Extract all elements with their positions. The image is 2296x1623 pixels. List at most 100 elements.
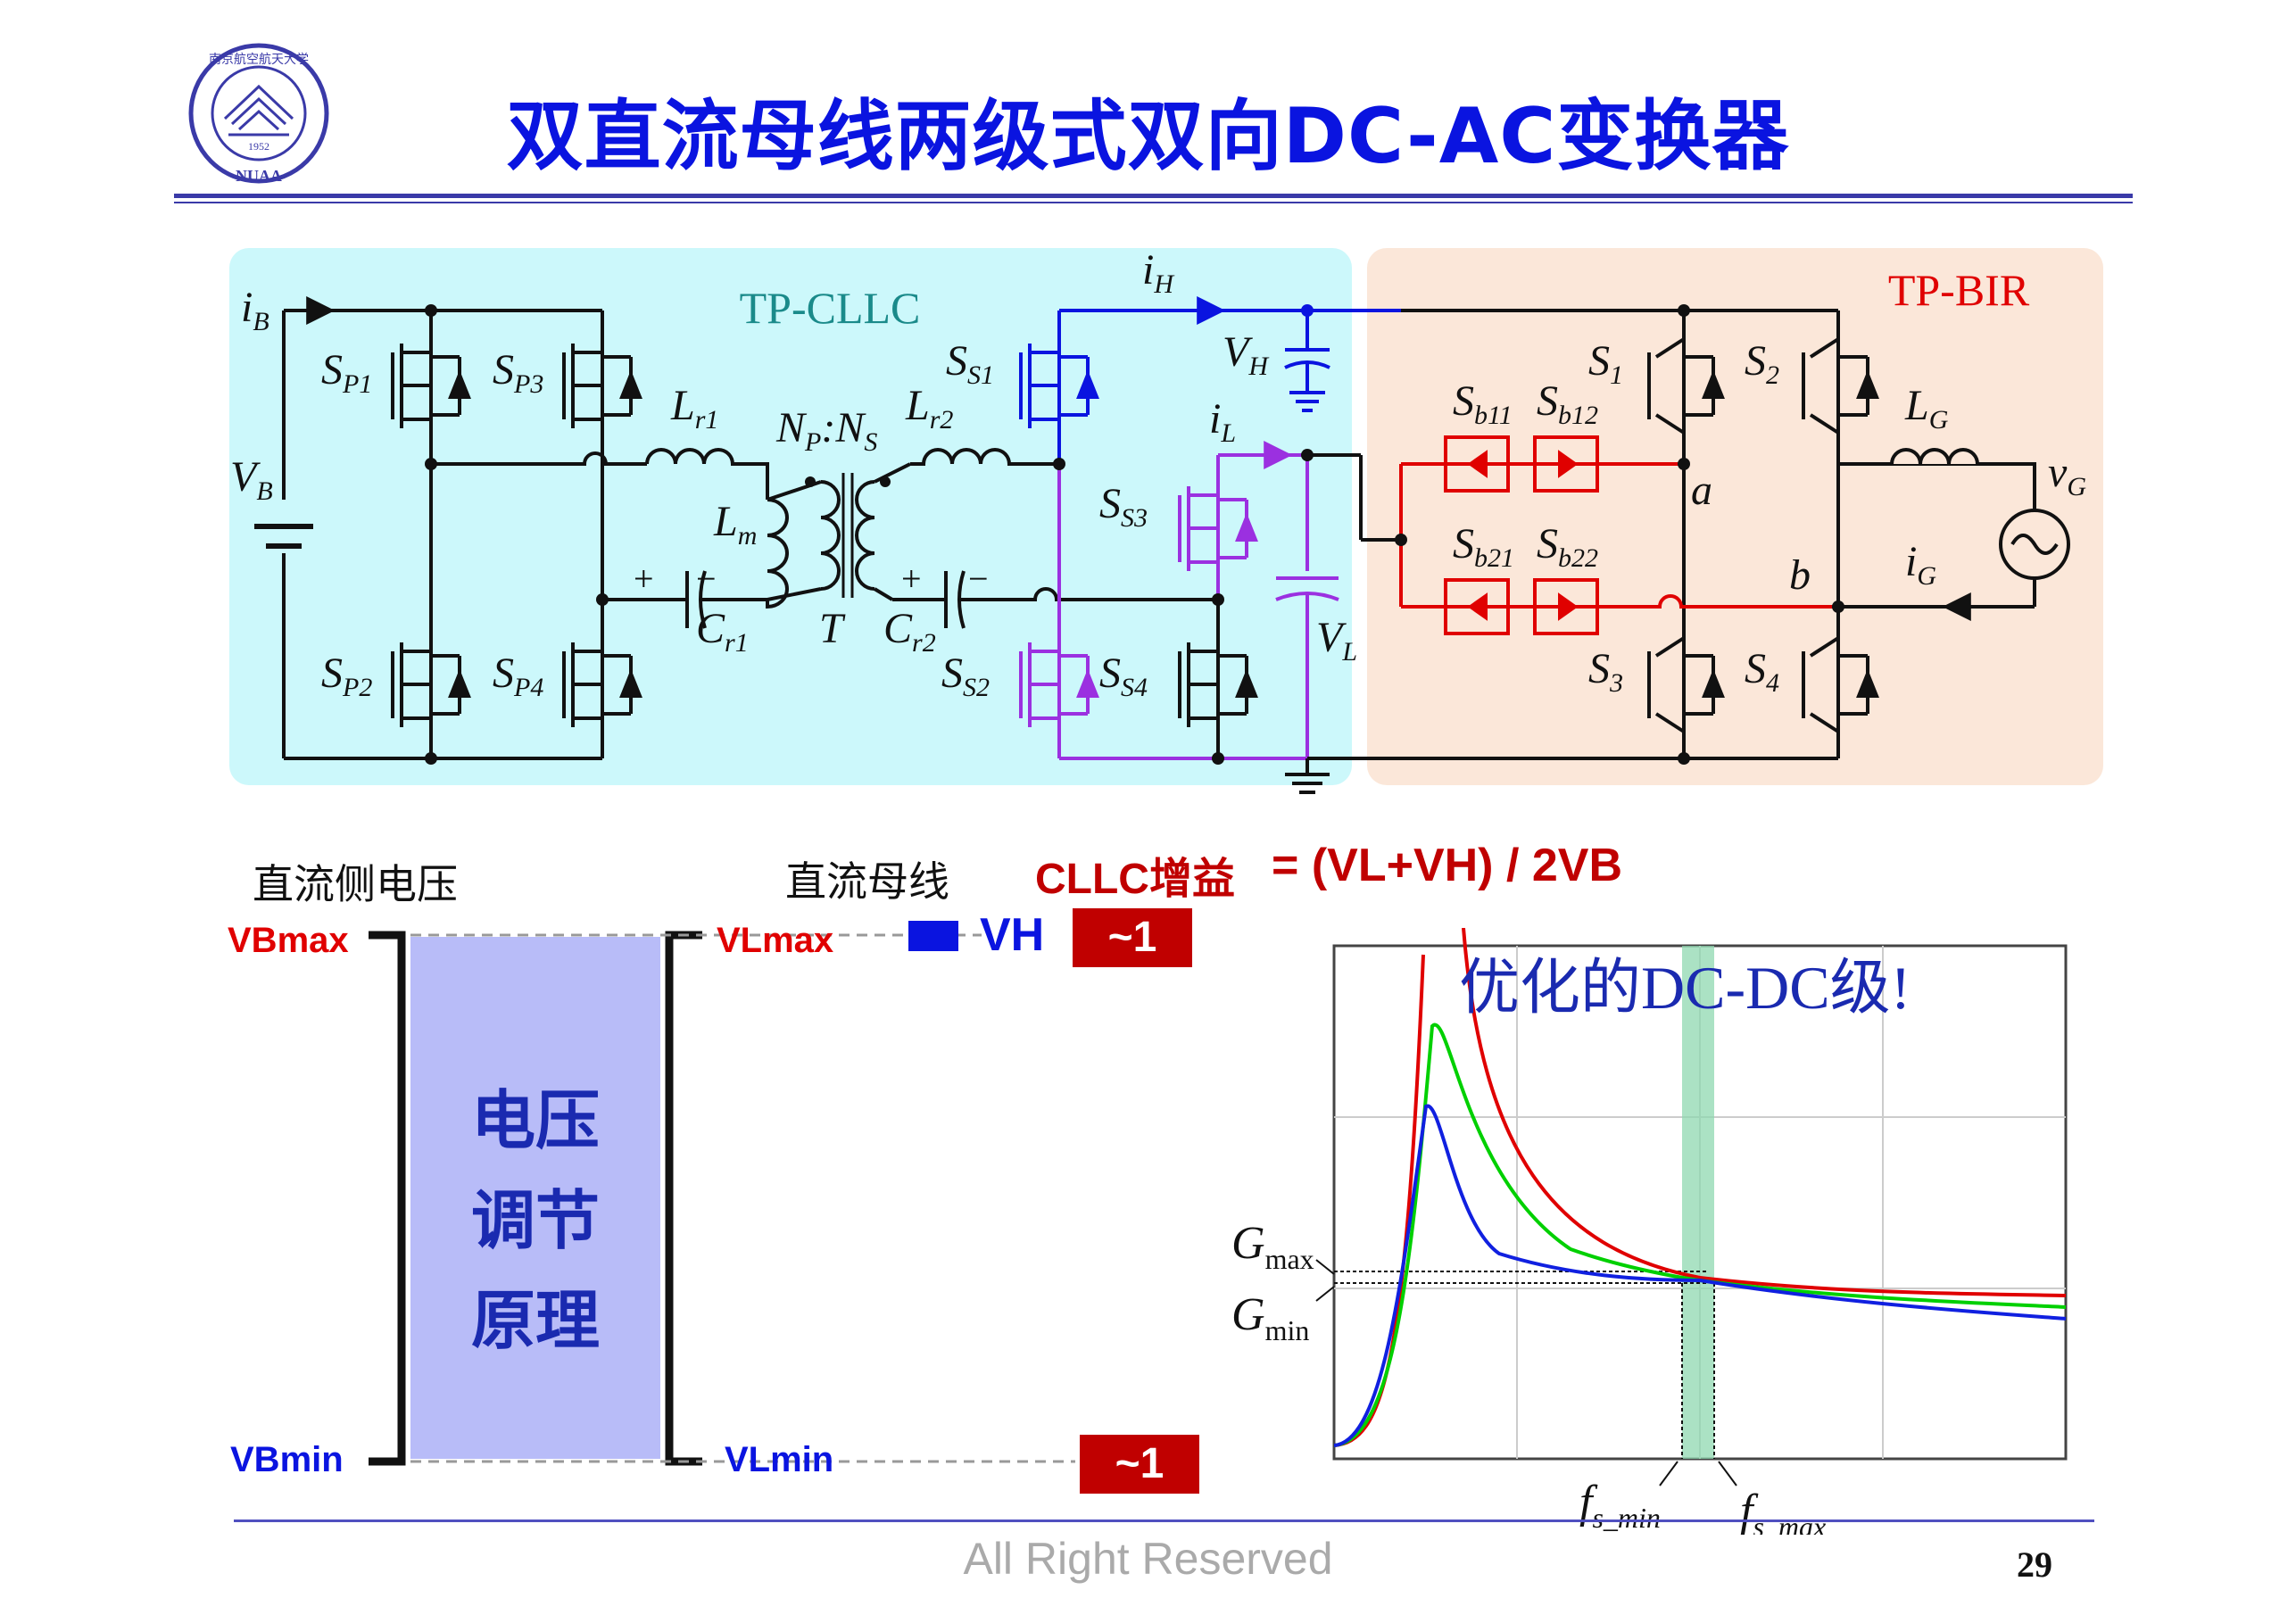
label-vb: VB [230, 453, 273, 506]
label-sb22: Sb22 [1537, 520, 1598, 573]
label-ih: iH [1142, 246, 1175, 299]
fs-min-label: fs_min [1579, 1477, 1661, 1534]
igbt-s2 [1802, 337, 1879, 435]
title-rule [174, 194, 2133, 198]
circuit-diagram: TP-CLLC TP-BIR [229, 246, 2103, 794]
footer-copyright: All Right Reserved [963, 1534, 1333, 1584]
label-ib: iB [241, 284, 269, 336]
vh-legend-swatch [908, 921, 958, 951]
ac-source-icon [1999, 509, 2070, 580]
label-sp2: SP2 [321, 650, 372, 702]
label-lr2: Lr2 [905, 382, 953, 435]
dc-side-voltage-label: 直流侧电压 [253, 860, 458, 908]
inductor-lr2 [910, 448, 1059, 466]
optimized-annotation: 优化的DC-DC级! [1459, 954, 1911, 1022]
gain-plot: Gmax Gmin fs_min fs_max 优化的DC-DC级! [1231, 928, 2068, 1535]
label-ig: iG [1905, 538, 1936, 591]
mosfet-ss1 [1019, 344, 1099, 428]
label-s1: S1 [1588, 337, 1623, 390]
page-number: 29 [2017, 1544, 2052, 1585]
regulation-region [410, 937, 660, 1459]
igbt-s4 [1802, 636, 1879, 733]
label-cr1: Cr1 [696, 605, 749, 658]
label-lm: Lm [713, 498, 757, 551]
label-sb21: Sb21 [1453, 520, 1514, 573]
label-ss2: SS2 [941, 650, 990, 702]
label-vg: vG [2048, 449, 2086, 501]
gmax-label: Gmax [1231, 1218, 1314, 1275]
logo-seal-text: 南京航空航天大学 [209, 53, 309, 67]
label-cr1-plus: + [634, 559, 654, 599]
label-lr1: Lr1 [670, 382, 718, 435]
label-s2: S2 [1745, 337, 1779, 390]
transformer-t [767, 462, 911, 601]
page-title: 双直流母线两级式双向DC-AC变换器 [506, 92, 1790, 181]
gain-formula: = (VL+VH) / 2VB [1272, 840, 1622, 891]
label-cr2: Cr2 [883, 605, 936, 658]
mosfet-sp4 [562, 642, 642, 727]
label-vh: VH [1223, 328, 1270, 381]
label-node-a: a [1691, 467, 1712, 514]
label-sp1: SP1 [321, 346, 372, 399]
gain-bottom-badge: ~1 [1080, 1435, 1199, 1494]
ground-icon [1285, 758, 1330, 794]
regulation-diagram [369, 921, 1075, 1466]
curve-green [1333, 1023, 2067, 1447]
label-cr1-minus: − [696, 559, 717, 599]
inductor-lg [1838, 448, 2035, 466]
curve-red [1462, 928, 2067, 1297]
regulation-line-1: 电压 [470, 1082, 600, 1158]
label-ss1: SS1 [946, 337, 994, 390]
gain-top-badge: ~1 [1073, 908, 1192, 967]
label-t: T [819, 605, 846, 652]
vbmin-label: VBmin [230, 1440, 344, 1479]
mosfet-sp1 [391, 344, 471, 428]
title-rule-thin [174, 202, 2133, 203]
label-sp3: SP3 [493, 346, 543, 399]
tp-cllc-region [229, 248, 1352, 785]
vlmax-label: VLmax [717, 921, 834, 960]
vbmax-label: VBmax [228, 921, 349, 960]
label-il: iL [1209, 395, 1236, 448]
nuaa-logo: 1952 NUAA 南京航空航天大学 [188, 43, 329, 185]
regulation-line-3: 原理 [470, 1282, 600, 1358]
logo-building-icon [223, 84, 294, 137]
label-ss3: SS3 [1099, 480, 1148, 533]
gmin-label: Gmin [1231, 1289, 1309, 1346]
igbt-s3 [1647, 636, 1725, 733]
vl-bracket [665, 931, 702, 1466]
capacitor-cr2 [892, 570, 1218, 629]
label-cr2-plus: + [901, 559, 922, 599]
curve-blue [1333, 1104, 2067, 1447]
tp-bir-region [1367, 248, 2103, 785]
label-ss4: SS4 [1099, 650, 1148, 702]
bidirectional-switches [1399, 435, 1838, 635]
label-sb11: Sb11 [1453, 377, 1513, 430]
dc-bus-label: 直流母线 [785, 857, 949, 906]
vlmin-label: VLmin [725, 1440, 834, 1479]
logo-text: NUAA [236, 167, 282, 185]
logo-year: 1952 [248, 140, 269, 153]
label-sp4: SP4 [493, 650, 543, 702]
label-vl: VL [1316, 614, 1357, 667]
igbt-s1 [1647, 337, 1725, 435]
mosfet-sp2 [391, 642, 471, 727]
label-lg: LG [1904, 382, 1949, 435]
regulation-text: 电压 调节 原理 [410, 1071, 660, 1370]
label-np-ns: NP:NS [775, 404, 877, 457]
mosfet-ss3 [1178, 486, 1258, 571]
label-sb12: Sb12 [1537, 377, 1598, 430]
frequency-band [1682, 946, 1714, 1459]
label-s4: S4 [1745, 645, 1779, 698]
mosfet-ss2 [1019, 642, 1099, 727]
fs-max-label: fs_max [1740, 1486, 1826, 1535]
inductor-lm [732, 498, 789, 609]
tp-cllc-label: TP-CLLC [740, 283, 921, 333]
mosfet-sp3 [562, 344, 642, 428]
footer-rule [234, 1519, 2094, 1522]
mosfet-ss4 [1178, 600, 1258, 758]
vb-bracket [369, 931, 406, 1466]
vh-label: VH [980, 909, 1045, 961]
label-s3: S3 [1588, 645, 1623, 698]
label-node-b: b [1789, 551, 1811, 599]
